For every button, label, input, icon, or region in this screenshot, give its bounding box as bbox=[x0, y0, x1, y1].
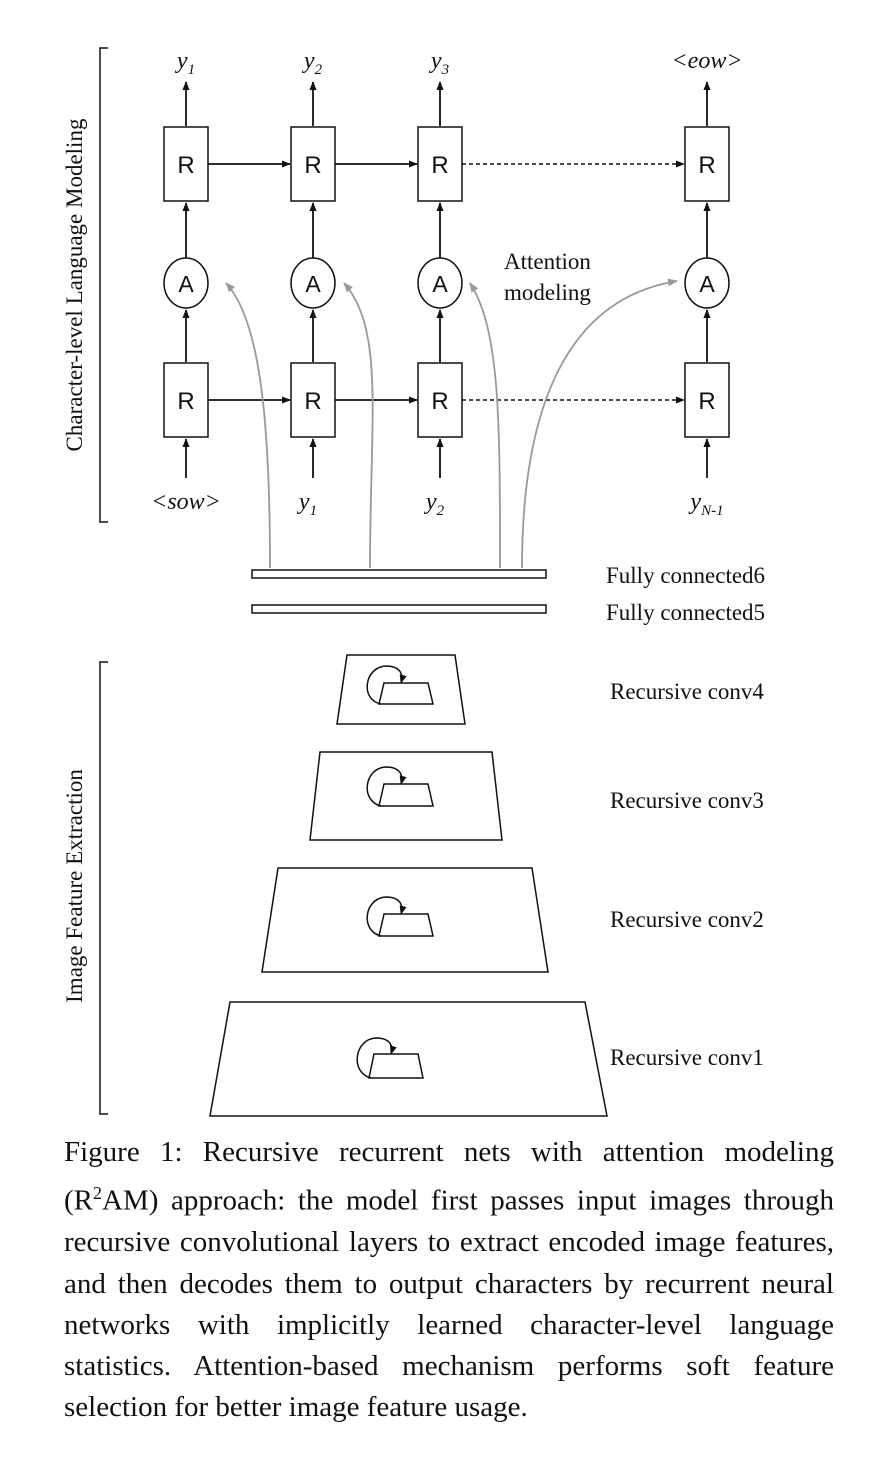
recurrent-cell-bottom-2: R bbox=[290, 362, 336, 438]
attention-arrow-to-a3 bbox=[469, 282, 501, 569]
language-modeling-label: Character-level Language Modeling bbox=[62, 118, 87, 451]
recursive-loop-icon bbox=[366, 766, 434, 807]
output-y3: y3 bbox=[429, 48, 449, 78]
attention-cell-2: A bbox=[290, 257, 336, 309]
svg-text:A: A bbox=[178, 271, 194, 297]
fully-connected-6-layer bbox=[251, 569, 547, 579]
caption-text-end: AM) approach: the model first passes inp… bbox=[64, 1184, 834, 1424]
figure-caption: Figure 1: Recursive recurrent nets with … bbox=[64, 1132, 834, 1429]
input-yN-1: yN-1 bbox=[688, 489, 723, 519]
caption-text-start: Figure 1: Recursive recurrent nets with … bbox=[64, 1136, 834, 1217]
recursive-loop-icon bbox=[366, 665, 434, 705]
fully-connected-5-label: Fully connected5 bbox=[606, 600, 765, 625]
feature-extraction-label: Image Feature Extraction bbox=[62, 769, 87, 1003]
fully-connected-6-label: Fully connected6 bbox=[606, 563, 765, 588]
attention-arrow-to-a4 bbox=[521, 278, 678, 569]
recursive-conv1-label: Recursive conv1 bbox=[610, 1045, 764, 1070]
attention-arrow-to-a2 bbox=[343, 282, 374, 569]
caption-superscript: 2 bbox=[93, 1183, 102, 1204]
output-y2: y2 bbox=[302, 48, 323, 78]
recurrent-cell-bottom-1: R bbox=[163, 362, 209, 438]
svg-text:A: A bbox=[699, 271, 715, 297]
attention-modeling-label-line2: modeling bbox=[504, 280, 591, 305]
recurrent-cell-top-1: R bbox=[163, 126, 209, 202]
recurrent-cell-bottom-3: R bbox=[417, 362, 463, 438]
feature-extraction-bracket bbox=[99, 661, 108, 1115]
svg-text:R: R bbox=[698, 388, 715, 415]
input-sow: <sow> bbox=[151, 489, 221, 515]
r2am-architecture-diagram: Character-level Language Modeling Image … bbox=[62, 47, 765, 1117]
attention-cell-4: A bbox=[684, 257, 730, 309]
attention-modeling-label: Attention bbox=[504, 249, 591, 274]
attention-arrow-to-a1 bbox=[225, 282, 271, 569]
svg-text:R: R bbox=[177, 152, 194, 179]
recursive-loop-icon bbox=[356, 1037, 424, 1079]
fully-connected-5-layer bbox=[251, 604, 547, 614]
recursive-conv4-label: Recursive conv4 bbox=[610, 679, 764, 704]
svg-text:R: R bbox=[431, 152, 448, 179]
svg-text:R: R bbox=[698, 152, 715, 179]
recurrent-cell-top-3: R bbox=[417, 126, 463, 202]
recursive-conv2-label: Recursive conv2 bbox=[610, 907, 764, 932]
language-modeling-bracket bbox=[99, 47, 108, 523]
svg-text:R: R bbox=[177, 388, 194, 415]
recursive-conv3-label: Recursive conv3 bbox=[610, 788, 764, 813]
svg-text:R: R bbox=[304, 152, 321, 179]
svg-text:R: R bbox=[304, 388, 321, 415]
attention-cell-3: A bbox=[417, 257, 463, 309]
output-y1: y1 bbox=[175, 48, 195, 78]
attention-cell-1: A bbox=[163, 257, 209, 309]
recurrent-cell-top-2: R bbox=[290, 126, 336, 202]
recurrent-cell-bottom-4: R bbox=[684, 362, 730, 438]
svg-text:A: A bbox=[432, 271, 448, 297]
recurrent-cell-top-4: R bbox=[684, 126, 730, 202]
output-eow: <eow> bbox=[671, 48, 742, 74]
input-y2: y2 bbox=[424, 489, 445, 519]
svg-text:R: R bbox=[431, 388, 448, 415]
svg-text:A: A bbox=[305, 271, 321, 297]
recursive-loop-icon bbox=[366, 896, 434, 937]
input-y1: y1 bbox=[297, 489, 317, 519]
